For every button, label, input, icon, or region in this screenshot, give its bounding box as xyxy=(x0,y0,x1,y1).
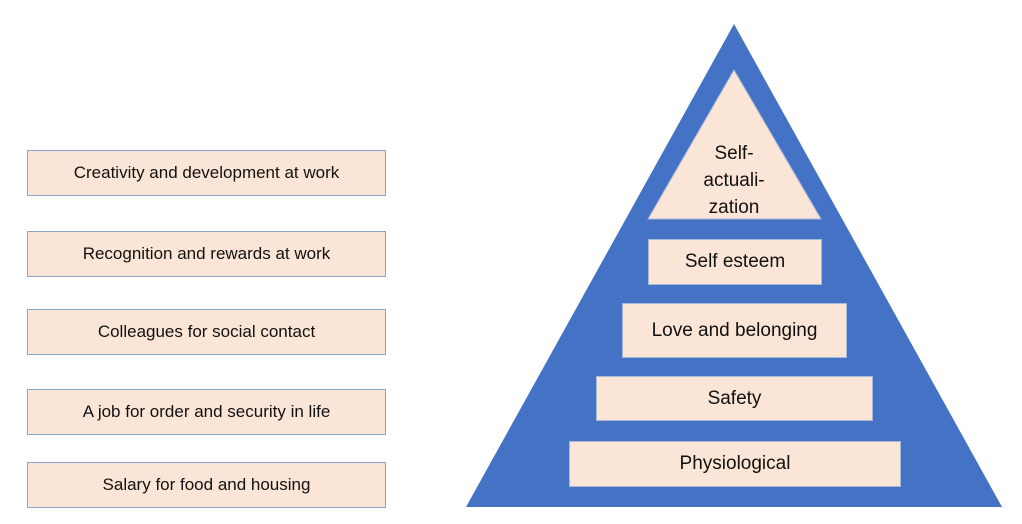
work-need-colleagues: Colleagues for social contact xyxy=(27,309,386,355)
level-self-esteem: Self esteem xyxy=(648,239,822,285)
apex-line: Self- xyxy=(714,143,754,164)
apex-line: zation xyxy=(708,197,760,218)
pyramid-apex-triangle xyxy=(647,69,822,220)
level-self-actualization: Self- actuali- zation xyxy=(648,140,820,221)
work-need-job-security: A job for order and security in life xyxy=(27,389,386,435)
work-need-creativity: Creativity and development at work xyxy=(27,150,386,196)
level-love-belonging: Love and belonging xyxy=(622,303,847,358)
level-safety: Safety xyxy=(596,376,873,421)
apex-line: actuali- xyxy=(703,170,765,191)
work-need-recognition: Recognition and rewards at work xyxy=(27,231,386,277)
work-need-salary: Salary for food and housing xyxy=(27,462,386,508)
level-physiological: Physiological xyxy=(569,441,901,487)
